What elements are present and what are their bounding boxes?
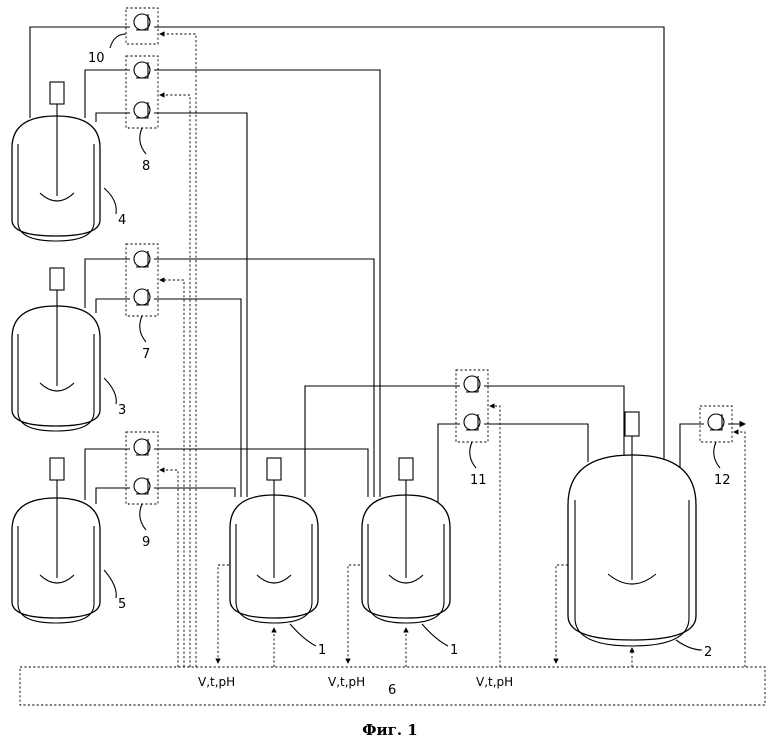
label-tank-3: 3	[118, 403, 126, 418]
pump-7	[126, 244, 158, 316]
pump-10	[126, 8, 158, 44]
pump-11	[456, 370, 488, 442]
figure-caption: Фиг. 1	[362, 721, 417, 739]
label-pump-10: 10	[88, 51, 105, 66]
tank-4	[12, 82, 100, 241]
label-vessel-2: 2	[704, 645, 712, 660]
label-pump-12: 12	[714, 473, 731, 488]
vessel-2	[568, 412, 696, 646]
label-pump-8: 8	[142, 159, 150, 174]
pump-12	[700, 406, 732, 442]
label-tank-4: 4	[118, 213, 126, 228]
tank-5	[12, 458, 100, 623]
label-tank-5: 5	[118, 597, 126, 612]
label-vessel-1-left: 1	[318, 643, 326, 658]
label-pump-11: 11	[470, 473, 487, 488]
pump-9	[126, 432, 158, 504]
signal-label-vessel-1-right: V,t,pH	[328, 675, 365, 689]
signal-label-vessel-1-left: V,t,pH	[198, 675, 235, 689]
label-vessel-1-right: 1	[450, 643, 458, 658]
pump-8	[126, 56, 158, 128]
signal-label-vessel-2: V,t,pH	[476, 675, 513, 689]
tank-3	[12, 268, 100, 431]
label-pump-9: 9	[142, 535, 150, 550]
label-pump-7: 7	[142, 347, 150, 362]
label-controller-6: 6	[388, 683, 396, 698]
vessel-1-right	[362, 458, 450, 623]
